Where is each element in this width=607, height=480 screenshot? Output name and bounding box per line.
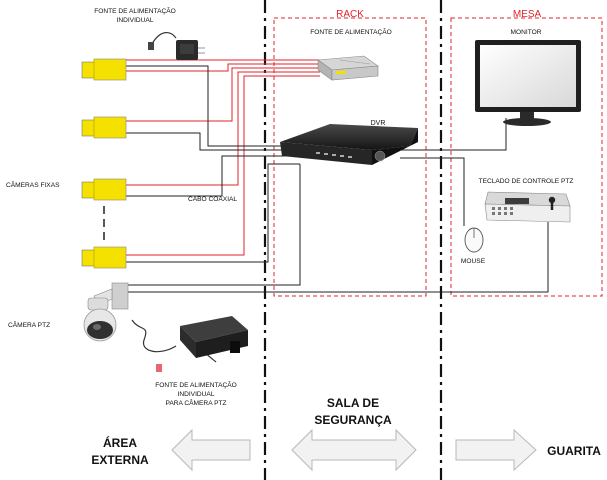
mesa-zone: [450, 17, 603, 297]
power-adapter-individual: [148, 32, 205, 60]
label-monitor: MONITOR: [510, 29, 541, 36]
ptz-camera-device: [83, 282, 129, 342]
rack-zone: [273, 17, 427, 297]
area-sala-line2: SEGURANÇA: [314, 413, 392, 427]
fixed-camera-4: [81, 246, 127, 269]
area-externa-line2: EXTERNA: [91, 453, 149, 467]
label-cabo-coaxial: CABO COAXIAL: [188, 196, 237, 203]
label-fonte-ptz-line2: INDIVIDUAL: [177, 391, 214, 398]
ptz-power-adapter: [131, 316, 248, 372]
arrow-externa-sala: [171, 428, 251, 472]
rack-title: RACK: [336, 9, 364, 20]
area-sala-line1: SALA DE: [327, 396, 379, 410]
label-teclado: TECLADO DE CONTROLE PTZ: [479, 178, 574, 185]
area-externa-line1: ÁREA: [103, 435, 137, 450]
dvr-unit: [280, 124, 418, 165]
label-fonte-ptz-line3: PARA CÂMERA PTZ: [165, 398, 226, 407]
mouse-device: [464, 227, 484, 253]
label-fonte-individual-line2: INDIVIDUAL: [116, 17, 153, 24]
fixed-camera-1: [81, 58, 127, 81]
arrow-guarita: [455, 428, 537, 472]
label-fonte-rack: FONTE DE ALIMENTAÇÃO: [310, 27, 392, 36]
label-cameras-fixas: CÂMERAS FIXAS: [6, 180, 60, 189]
fixed-camera-3: [81, 178, 127, 201]
label-mouse: MOUSE: [461, 258, 486, 265]
ptz-keyboard: [484, 191, 571, 223]
fixed-camera-2: [81, 116, 127, 139]
label-fonte-ptz-line1: FONTE DE ALIMENTAÇÃO: [155, 380, 237, 389]
area-guarita: GUARITA: [547, 444, 601, 458]
label-dvr: DVR: [371, 120, 386, 127]
arrow-sala-bidirectional: [291, 428, 417, 472]
power-wires: [126, 45, 320, 256]
signal-wires: [126, 65, 549, 293]
monitor-device: [475, 40, 581, 126]
label-fonte-individual-line1: FONTE DE ALIMENTAÇÃO: [94, 6, 176, 15]
rack-power-supply: [317, 55, 379, 81]
label-camera-ptz: CÂMERA PTZ: [8, 320, 50, 329]
mesa-title: MESA: [513, 9, 542, 20]
